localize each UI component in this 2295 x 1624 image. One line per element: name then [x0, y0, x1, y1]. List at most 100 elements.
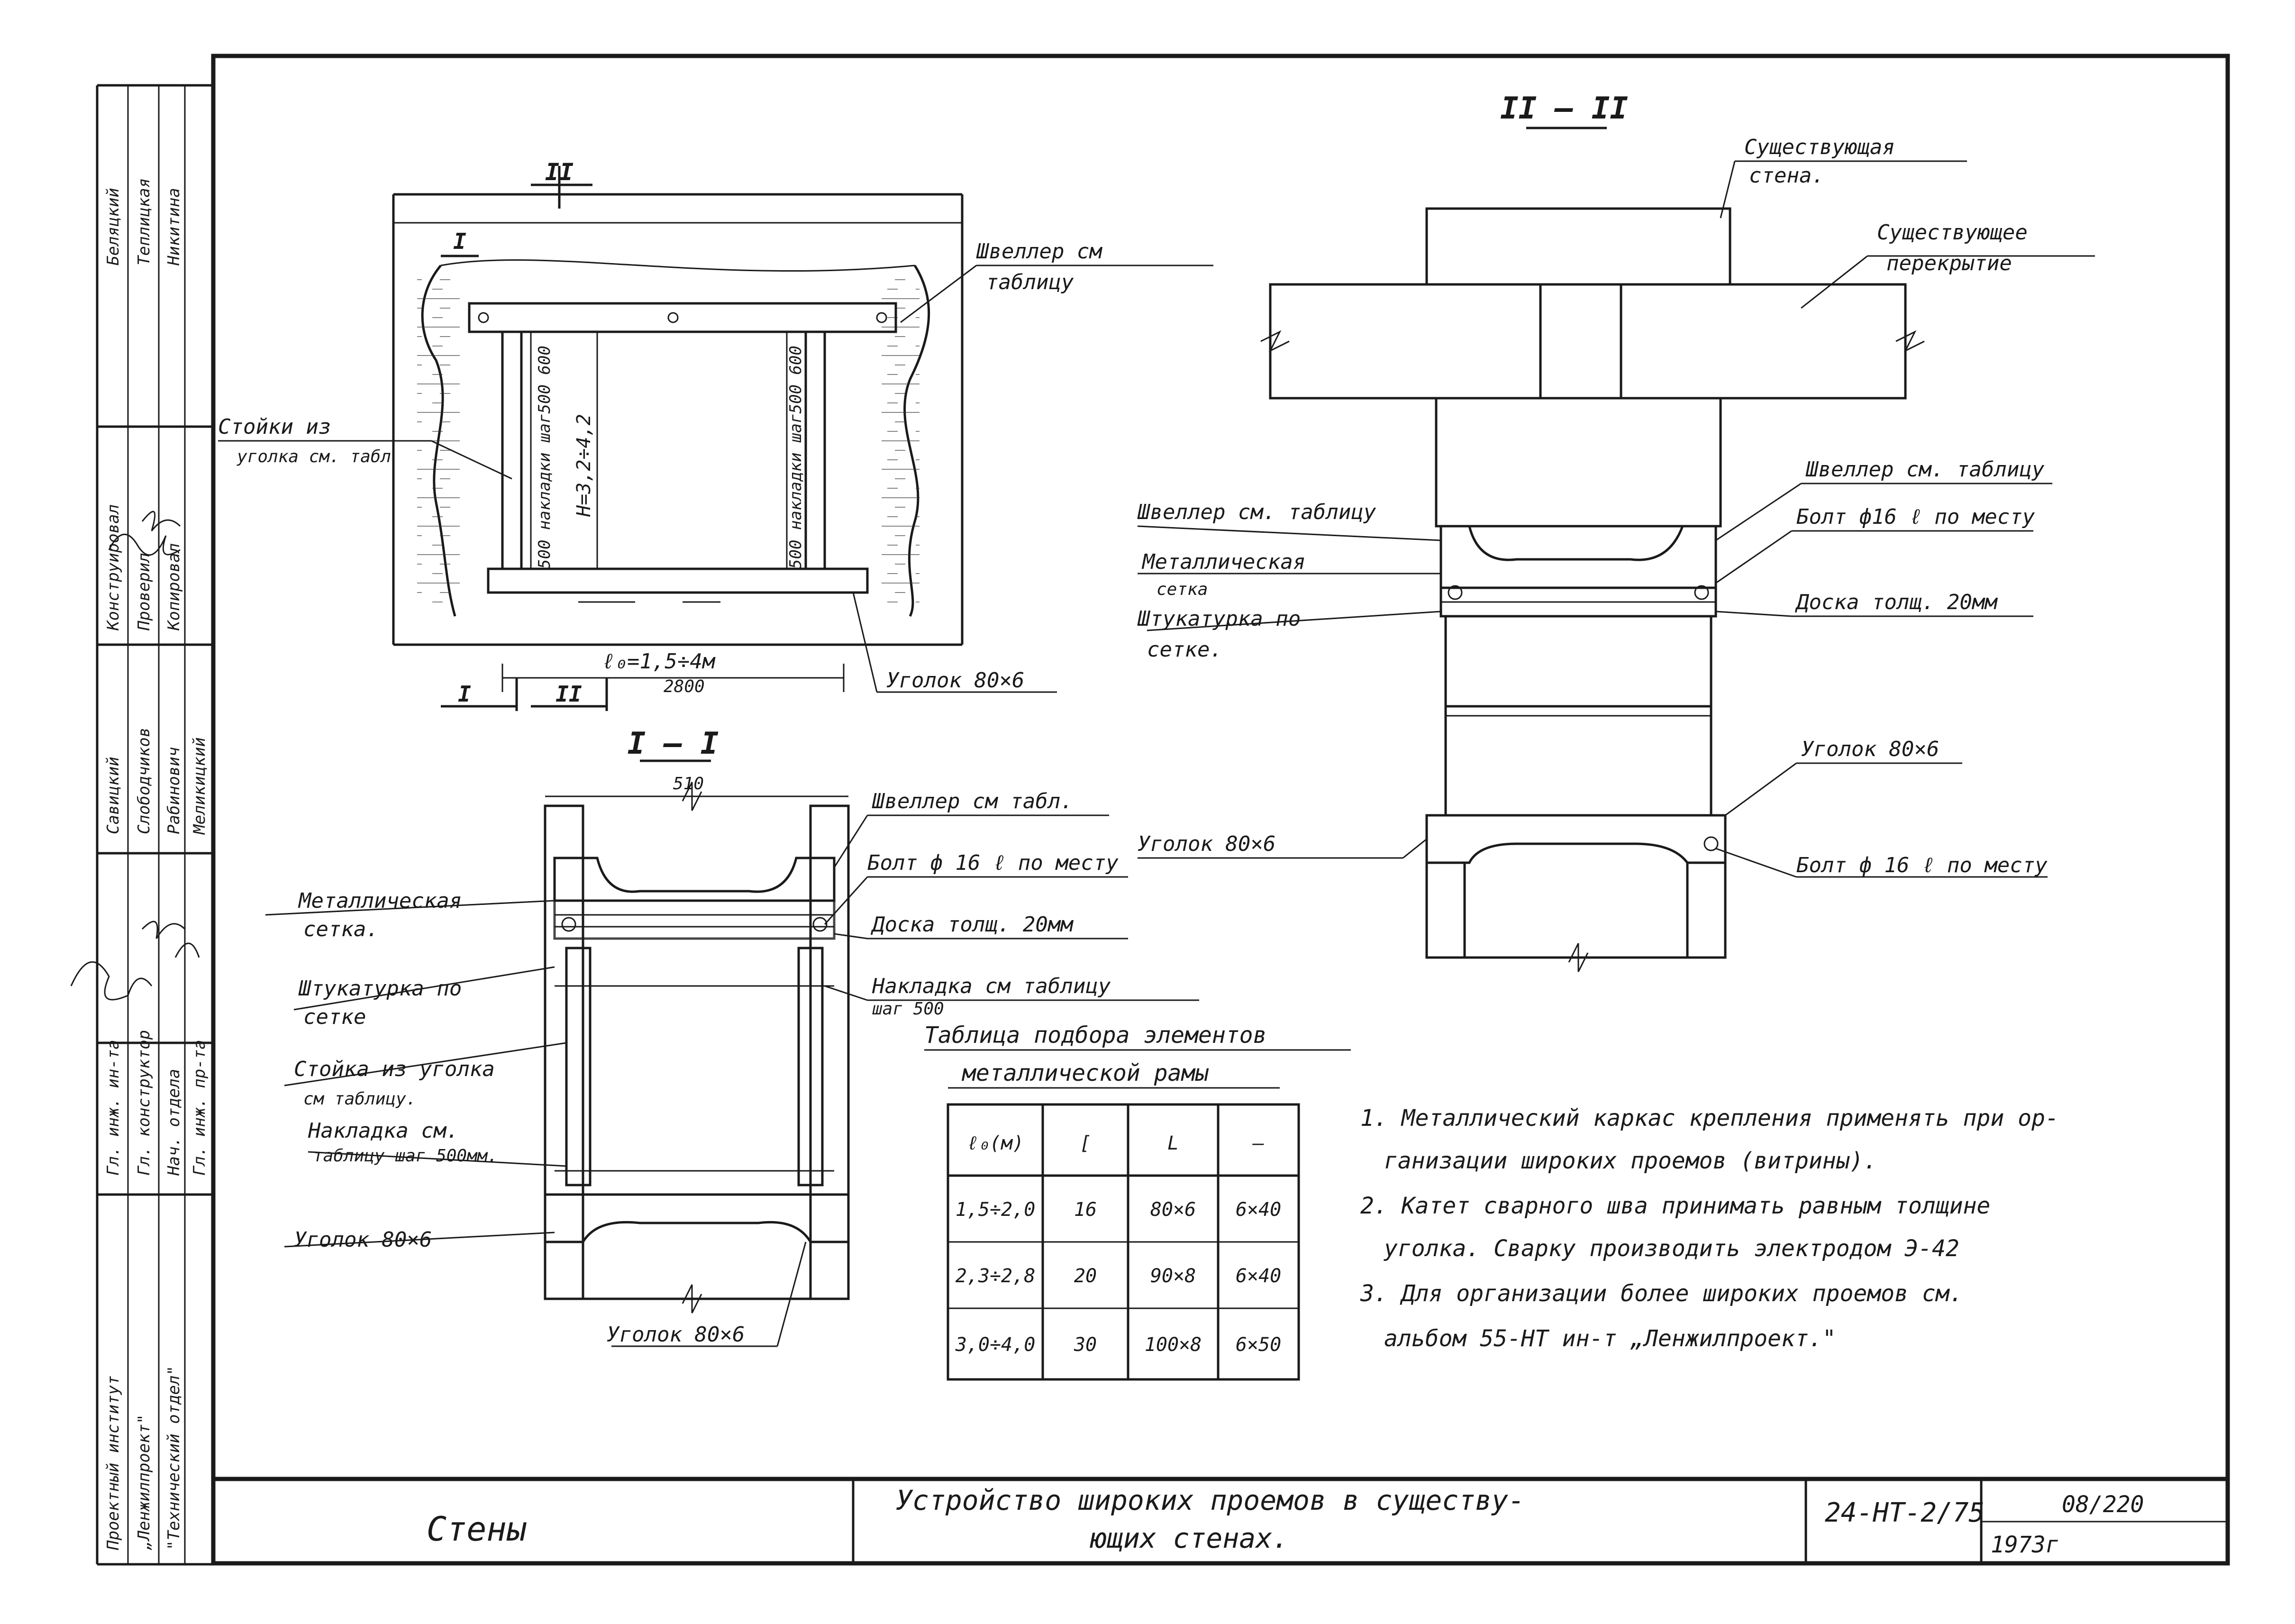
stamp-role2-2: Проверил	[135, 553, 154, 631]
table-cell: 3,0÷4,0	[955, 1334, 1036, 1356]
table-cell: 30	[1074, 1334, 1097, 1356]
sheet-ref: 08/220	[2062, 1491, 2144, 1518]
section-I-title: I – I	[628, 726, 719, 761]
section-mark-I-top: I	[453, 228, 466, 254]
section-II-wall-label-1: Существующая	[1744, 135, 1895, 159]
stamp-role2-1: Конструировал	[104, 504, 123, 631]
pads-label-right: 500 накладки шаг500 600	[786, 346, 805, 569]
stamp-name2-3: Никитина	[164, 188, 183, 266]
section-I-pad2-label-1: Накладка см.	[308, 1119, 459, 1143]
plan-post-right	[804, 330, 826, 570]
drawing-title-line-1: Устройство широких проемов в существу-	[896, 1484, 1525, 1516]
year: 1973г	[1991, 1532, 2059, 1558]
section-mark-II-top: II	[545, 158, 574, 186]
signature	[108, 533, 181, 556]
selection-table: Таблица подбора элементов металлической …	[924, 1022, 1351, 1381]
table-header: [	[1080, 1132, 1091, 1154]
table-cell: 2,3÷2,8	[956, 1265, 1036, 1287]
section-II-channel	[1439, 525, 1717, 589]
section-II-angle-right-label: Уголок 80×6	[1801, 737, 1939, 761]
stamp-name-4: Меликицкий	[190, 737, 209, 835]
stamp-org-3: "Технический отдел"	[164, 1366, 183, 1550]
section-II-angle-mid-label: Уголок 80×6	[1138, 832, 1275, 856]
table-cell: 1,5÷2,0	[956, 1199, 1036, 1221]
table-cell: 16	[1074, 1199, 1097, 1221]
plan-posts-label-1: Стойки из	[218, 415, 331, 439]
section-II-board-label: Доска толщ. 20мм	[1794, 590, 1998, 614]
section-mark-I-bottom: I	[458, 681, 471, 707]
section-I-post-label-2: см таблицу.	[303, 1089, 416, 1109]
signature	[70, 961, 153, 1001]
note-line: 1. Металлический каркас крепления примен…	[1360, 1105, 2059, 1131]
section-I-post-left	[565, 947, 592, 1186]
section-I-channel	[553, 857, 836, 902]
section-I-channel-label: Швеллер см табл.	[872, 789, 1073, 813]
table-header: –	[1252, 1132, 1264, 1154]
stamp-name-2: Слободчиков	[135, 728, 154, 834]
plan-view: 500 накладки шаг500 600 Н=3,2÷4,2 500 на…	[218, 158, 1213, 711]
section-II-view: II – II	[1137, 91, 2095, 972]
signature	[174, 942, 200, 958]
stamp-role-1: Гл. инж. ин-та	[104, 1040, 123, 1176]
stamp-org-2: „Ленжилпроект"	[135, 1414, 154, 1551]
note-line: 2. Катет сварного шва принимать равным т…	[1360, 1193, 1990, 1219]
section-mark-II-bottom: II	[556, 681, 582, 707]
section-I-post-right	[797, 947, 824, 1186]
note-line: 3. Для организации более широких проемов…	[1360, 1280, 1963, 1307]
table-header: L	[1167, 1132, 1179, 1154]
stamp-name-1: Савицкий	[104, 757, 123, 834]
table-cell: 6×40	[1236, 1199, 1281, 1221]
section-I-bolt-label: Болт ф 16 ℓ по месту	[867, 851, 1119, 875]
stamp-name-3: Рабинович	[164, 747, 183, 834]
table-cell: 100×8	[1145, 1334, 1202, 1356]
section-II-title: II – II	[1500, 91, 1628, 126]
table-cell: 80×6	[1150, 1199, 1196, 1221]
table-title-2: металлической рамы	[961, 1060, 1209, 1086]
plan-bottom-angle	[487, 567, 869, 594]
span-sub: 2800	[664, 677, 705, 696]
signature	[141, 921, 186, 939]
span-label: ℓ₀=1,5÷4м	[602, 649, 716, 674]
note-line: альбом 55-НТ ин-т „Ленжилпроект."	[1384, 1325, 1836, 1352]
section-II-bolt-bottom-label: Болт ф 16 ℓ по месту	[1796, 853, 2048, 877]
stamp-role-2: Гл. конструктор	[135, 1030, 154, 1176]
section-II-mesh-label-1: Металлическая	[1141, 550, 1305, 574]
section-II-floor-label-2: перекрытие	[1886, 251, 2012, 275]
drawing-code: 24-НТ-2/75	[1825, 1497, 1985, 1528]
plan-posts-label-2: уголка см. табл	[237, 447, 391, 466]
general-notes: 1. Металлический каркас крепления примен…	[1360, 1105, 2059, 1352]
floor-slab-right	[1620, 283, 1907, 400]
section-II-channel-right-label: Швеллер см. таблицу	[1805, 457, 2045, 482]
plan-post-left	[501, 330, 523, 570]
side-stamp: Проектный институт „Ленжилпроект" "Техни…	[70, 84, 213, 1566]
section-II-plaster-label-2: сетке.	[1147, 638, 1222, 662]
section-I-mesh-label-2: сетка.	[303, 917, 379, 941]
table-title-1: Таблица подбора элементов	[924, 1022, 1266, 1049]
section-I-angle-left-label: Уголок 80×6	[294, 1228, 432, 1252]
section-I-pad2-label-2: таблицу шаг 500мм.	[313, 1146, 498, 1166]
section-I-mesh-label-1: Металлическая	[298, 889, 462, 913]
note-line: уголка. Сварку производить электродом Э-…	[1384, 1235, 1959, 1262]
section-I-pad-label-2: шаг 500	[872, 999, 944, 1019]
stamp-role2-3: Копировал	[164, 543, 183, 631]
section-II-plaster-label-1: Штукатурка по	[1137, 607, 1301, 631]
stamp-org-1: Проектный институт	[104, 1376, 123, 1551]
stamp-name2-1: Беляцкий	[104, 188, 123, 265]
plan-channel-label-2: таблицу	[986, 270, 1074, 294]
section-I-board-label: Доска толщ. 20мм	[870, 912, 1074, 937]
section-I-view: I – I 510	[265, 726, 1199, 1347]
section-II-mesh-label-2: сетка	[1157, 580, 1208, 599]
stamp-role-4: Гл. инж. пр-та	[190, 1040, 209, 1176]
height-label: Н=3,2÷4,2	[573, 414, 595, 517]
table-header: ℓ₀(м)	[967, 1132, 1024, 1154]
pads-label-left: 500 накладки шаг500 600	[535, 346, 554, 569]
stamp-role-3: Нач. отдела	[164, 1069, 183, 1176]
floor-slab-left	[1269, 283, 1542, 400]
sheet-border	[211, 54, 2230, 1566]
section-II-floor-label-1: Существующее	[1877, 220, 2028, 245]
section-II-wall-label-2: стена.	[1749, 164, 1824, 188]
section-I-plaster-label-1: Штукатурка по	[298, 976, 462, 1001]
plan-channel-label-1: Швеллер см	[976, 239, 1102, 264]
signature	[141, 511, 181, 531]
